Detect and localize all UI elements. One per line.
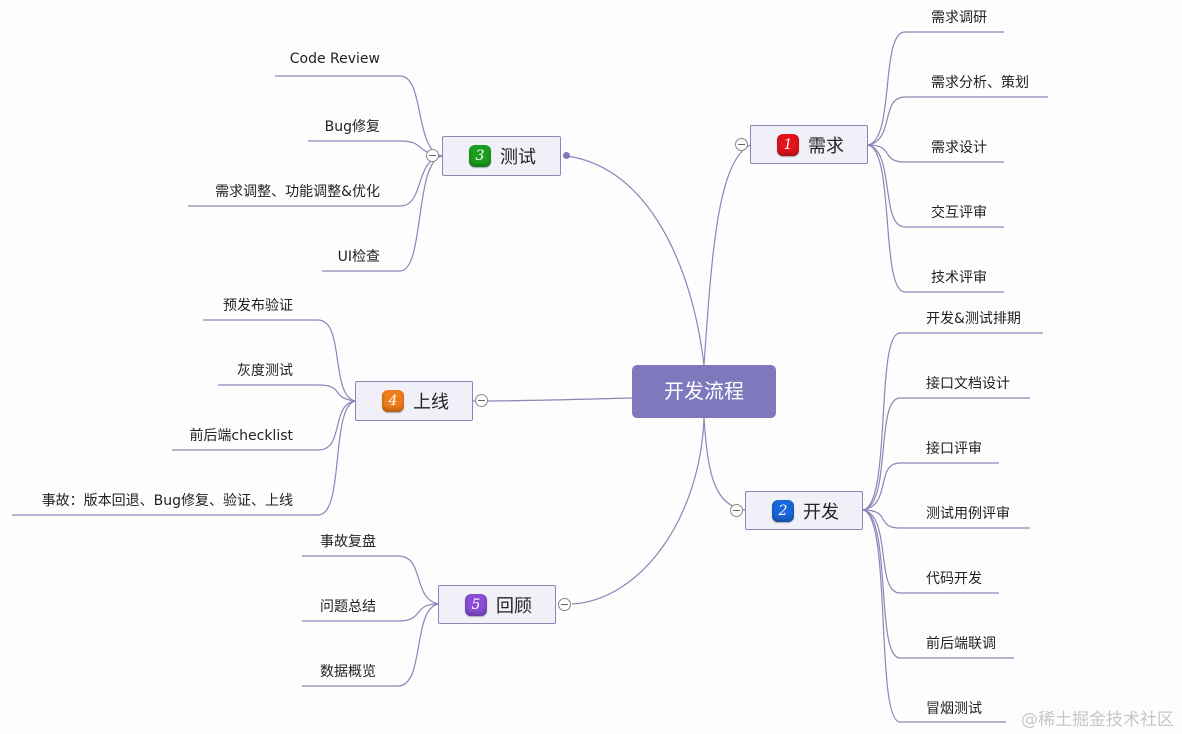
leaf-item[interactable]: 预发布验证 [223,298,293,314]
leaf-item[interactable]: 事故：版本回退、Bug修复、验证、上线 [41,493,293,509]
branch-label: 开发 [803,501,839,523]
collapse-toggle-icon[interactable] [730,504,743,517]
leaf-item[interactable]: 问题总结 [320,599,376,615]
connector-b4-item [203,319,356,402]
leaf-item[interactable]: 接口评审 [926,441,982,457]
connector-b4-item [172,400,356,451]
connector-b5-item [302,603,439,622]
connector-b3-item [308,140,443,157]
number-badge-2: 2 [772,499,794,522]
leaf-item[interactable]: 代码开发 [926,571,982,587]
leaf-item[interactable]: 需求调整、功能调整&优化 [215,184,380,200]
connector-b1-item [867,144,1004,163]
watermark: @稀土掘金技术社区 [1021,710,1174,730]
collapse-toggle-icon[interactable] [735,138,748,151]
connector-b4-item [218,384,356,402]
leaf-item[interactable]: 接口文档设计 [926,376,1010,392]
connector-center-b4 [472,397,633,402]
connector-b1-item [867,96,1048,146]
leaf-item[interactable]: 需求分析、策划 [931,75,1029,91]
connector-b1-item [867,144,1004,293]
leaf-item[interactable]: 灰度测试 [237,363,293,379]
branch-label: 上线 [413,392,449,413]
collapse-toggle-icon[interactable] [426,149,439,162]
branch-node-testing[interactable]: 3 测试 [442,136,561,176]
branch-label: 测试 [500,147,536,168]
leaf-item[interactable]: 需求设计 [931,140,987,156]
branch-node-development[interactable]: 2 开发 [745,491,863,530]
connector-b1-item [867,31,1004,146]
connector-center-b3 [565,155,705,366]
leaf-item[interactable]: 事故复盘 [320,534,376,550]
collapse-toggle-icon[interactable] [475,394,488,407]
connector-center-b1 [703,144,751,366]
connector-b4-item [12,400,356,516]
number-badge-4: 4 [382,390,404,412]
connector-b2-item [862,332,1043,511]
leaf-item[interactable]: Bug修复 [324,119,380,135]
connector-b1-item [867,144,1004,228]
connector-b2-item [862,509,1006,723]
connector-b2-item [862,509,1014,659]
branch-node-review[interactable]: 5 回顾 [438,585,556,624]
leaf-item[interactable]: 测试用例评审 [926,506,1010,522]
branch-label: 需求 [808,135,844,157]
branch-node-release[interactable]: 4 上线 [355,381,473,421]
connector-b5-item [302,555,439,605]
leaf-item[interactable]: 前后端checklist [189,428,293,444]
leaf-item[interactable]: 数据概览 [320,664,376,680]
number-badge-5: 5 [465,593,487,616]
number-badge-1: 1 [777,133,799,156]
leaf-item[interactable]: Code Review [289,51,380,67]
connector-center-b5 [571,417,705,605]
connector-dot [563,152,570,159]
leaf-item[interactable]: UI检查 [337,249,380,265]
leaf-item[interactable]: 开发&测试排期 [926,311,1021,327]
collapse-toggle-icon[interactable] [558,598,571,611]
connector-b2-item [862,462,999,511]
leaf-item[interactable]: 前后端联调 [926,636,996,652]
leaf-item[interactable]: 交互评审 [931,205,987,221]
connector-b5-item [302,603,439,687]
connector-b2-item [862,509,999,594]
central-topic[interactable]: 开发流程 [632,365,776,418]
number-badge-3: 3 [469,145,491,167]
connector-b3-item [322,155,443,272]
leaf-item[interactable]: 技术评审 [931,270,987,286]
connector-b2-item [862,397,1030,511]
branch-label: 回顾 [496,595,532,617]
connector-b2-item [862,509,1030,529]
branch-node-requirements[interactable]: 1 需求 [750,125,868,164]
connector-center-b2 [703,417,746,511]
leaf-item[interactable]: 冒烟测试 [926,701,982,717]
leaf-item[interactable]: 需求调研 [931,10,987,26]
